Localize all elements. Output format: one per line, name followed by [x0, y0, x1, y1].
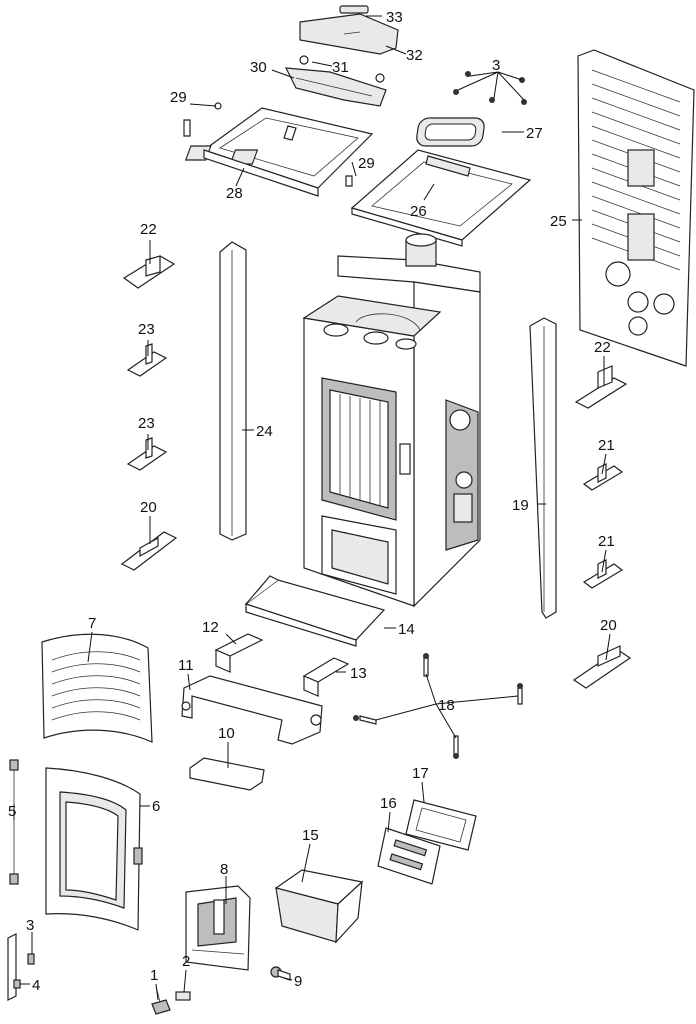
part-18-screws — [353, 653, 523, 759]
callout-15: 15 — [302, 827, 319, 844]
callout-8: 8 — [220, 861, 228, 878]
callout-29-left: 29 — [170, 89, 187, 106]
part-19-side-rail — [529, 317, 557, 619]
part-20-bracket-left — [120, 531, 178, 571]
part-25-back-panel — [577, 49, 695, 367]
callout-22-right: 22 — [594, 339, 611, 356]
part-24-side-rail — [219, 241, 247, 541]
callout-18: 18 — [438, 697, 455, 714]
part-32-lid — [299, 13, 399, 55]
callout-16: 16 — [380, 795, 397, 812]
callout-33: 33 — [386, 9, 403, 26]
callout-26: 26 — [410, 203, 427, 220]
callout-2: 2 — [182, 953, 190, 970]
part-9-knob — [270, 966, 291, 981]
callout-3-top: 3 — [492, 57, 500, 74]
part-10-bar — [189, 757, 265, 791]
callout-7: 7 — [88, 615, 96, 632]
part-14-base-plate — [244, 575, 386, 647]
part-28-top-tray — [184, 107, 374, 197]
part-23-bracket-upper — [126, 343, 168, 377]
part-31-knob — [299, 55, 385, 83]
part-6-door — [45, 767, 143, 931]
callout-22-left: 22 — [140, 221, 157, 238]
part-13-bracket — [302, 657, 350, 697]
part-15-ash-pan — [274, 869, 364, 944]
part-33-handle — [339, 5, 369, 14]
callout-4: 4 — [32, 977, 40, 994]
part-26-support-frame — [350, 149, 532, 247]
callout-29-right: 29 — [358, 155, 375, 172]
part-2-plate — [175, 991, 191, 1001]
callout-21-upper: 21 — [598, 437, 615, 454]
part-7-upper-grille — [41, 633, 153, 743]
callout-21-lower: 21 — [598, 533, 615, 550]
callout-28: 28 — [226, 185, 243, 202]
part-22-bracket-right — [574, 365, 628, 409]
callout-20-right: 20 — [600, 617, 617, 634]
callout-30: 30 — [250, 59, 267, 76]
part-5-hinge-pin — [9, 759, 19, 885]
callout-1: 1 — [150, 967, 158, 984]
callouts: 33 32 31 30 29 29 28 3 27 26 25 22 23 23… — [8, 9, 617, 994]
callout-20-left: 20 — [140, 499, 157, 516]
part-1-latch — [151, 985, 171, 1015]
callout-10: 10 — [218, 725, 235, 742]
callout-24: 24 — [256, 423, 273, 440]
callout-6: 6 — [152, 798, 160, 815]
callout-27: 27 — [526, 125, 543, 142]
part-17-plate — [405, 799, 477, 851]
callout-23-upper: 23 — [138, 321, 155, 338]
part-8-ash-frame — [185, 885, 251, 971]
callout-19: 19 — [512, 497, 529, 514]
part-11-frame — [181, 675, 323, 745]
stove-body — [302, 233, 481, 608]
callout-23-lower: 23 — [138, 415, 155, 432]
part-20-bracket-right — [572, 645, 632, 689]
part-29-screw — [183, 102, 353, 187]
callout-9: 9 — [294, 973, 302, 990]
part-23-bracket-lower — [126, 437, 168, 471]
part-3-screw-bottom — [27, 953, 35, 965]
callout-17: 17 — [412, 765, 429, 782]
part-12-bracket — [214, 633, 264, 673]
callout-13: 13 — [350, 665, 367, 682]
part-4-hinge — [7, 933, 21, 1001]
callout-31: 31 — [332, 59, 349, 76]
part-30-hopper-frame — [284, 67, 387, 107]
callout-11: 11 — [178, 657, 194, 674]
callout-3-bottom: 3 — [26, 917, 34, 934]
part-27-gasket — [416, 117, 485, 147]
callout-5: 5 — [8, 803, 16, 820]
part-21-bracket-lower — [582, 559, 624, 589]
callout-14: 14 — [398, 621, 415, 638]
part-3-screws-top — [453, 71, 527, 105]
callout-32: 32 — [406, 47, 423, 64]
callout-12: 12 — [202, 619, 219, 636]
part-16-plate — [377, 827, 441, 885]
part-22-bracket-left — [122, 255, 176, 289]
leader-lines — [13, 15, 611, 1001]
callout-25: 25 — [550, 213, 567, 230]
